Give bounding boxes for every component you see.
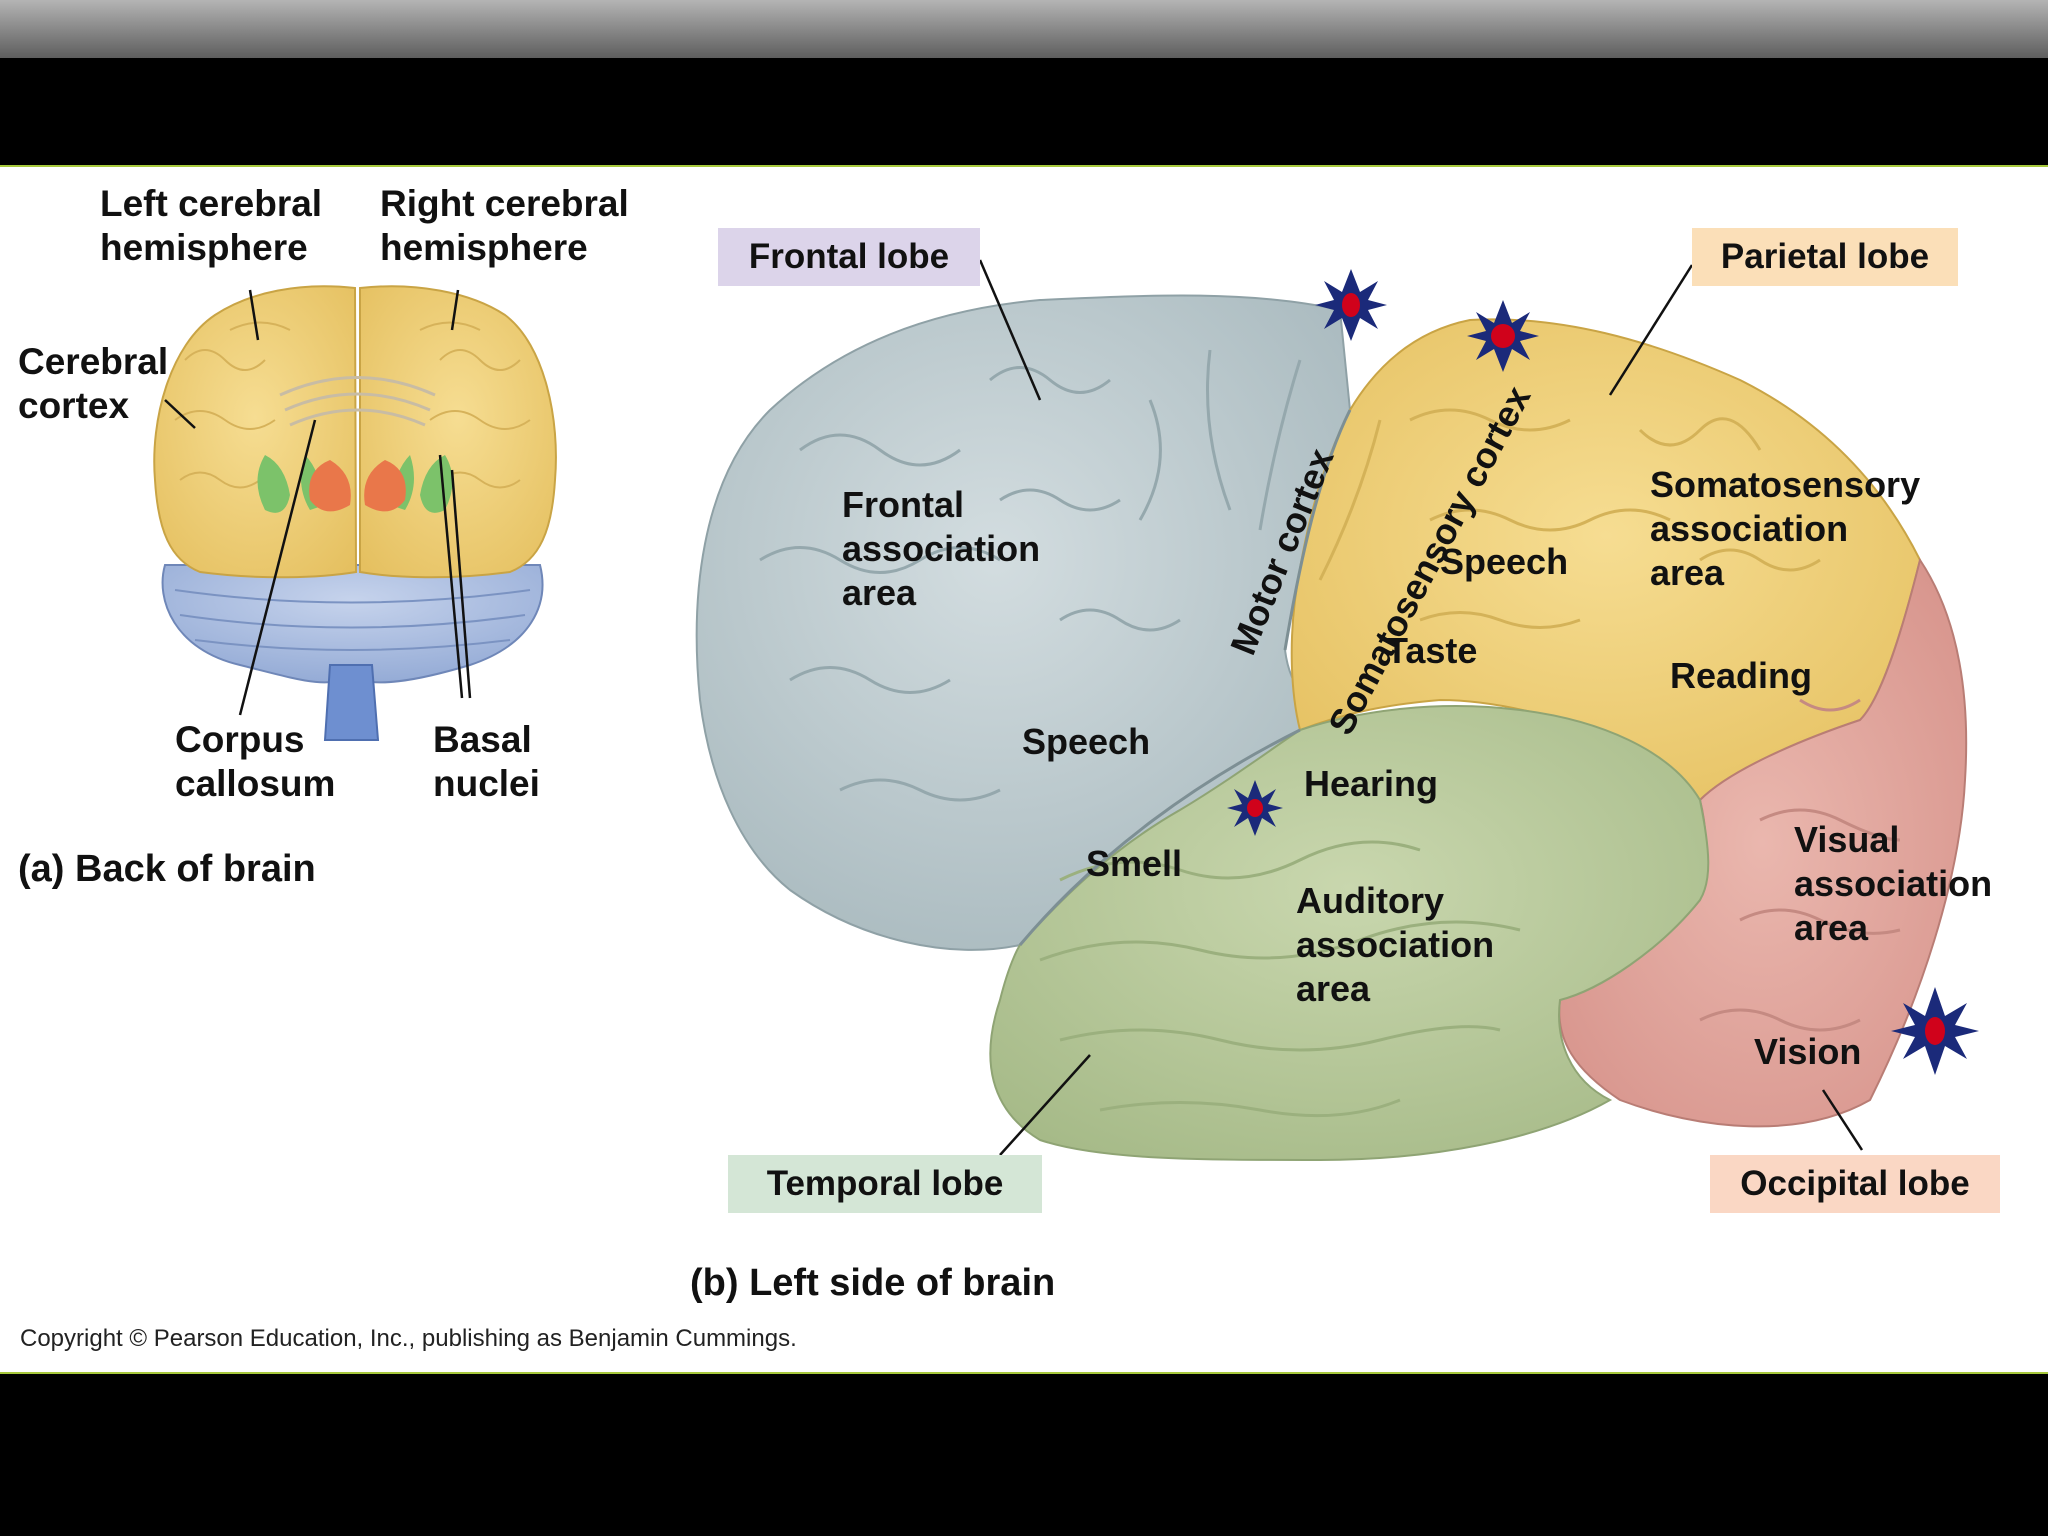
basal-nuclei-right xyxy=(390,455,453,513)
parietal-lobe-box xyxy=(1692,228,1958,286)
gyri-texture-side xyxy=(759,349,1901,1118)
label-visual-association-area: Visual association area xyxy=(1794,819,1993,948)
copyright-notice: Copyright © Pearson Education, Inc., pub… xyxy=(20,1325,797,1352)
thalamus xyxy=(309,460,406,512)
label-temporal-lobe: Temporal lobe xyxy=(766,1164,1004,1203)
label-corpus-callosum: Corpus callosum xyxy=(175,719,336,804)
star-markers xyxy=(1227,269,1979,1075)
top-gradient-band xyxy=(0,0,2048,58)
star-marker-hearing xyxy=(1227,780,1283,836)
label-taste: Taste xyxy=(1386,630,1478,671)
right-hemisphere-back xyxy=(359,285,557,579)
star-marker-vision xyxy=(1891,987,1979,1075)
label-frontal-lobe: Frontal lobe xyxy=(748,237,950,276)
central-sulcus xyxy=(1283,409,1352,651)
panel-a-leader-lines xyxy=(164,289,472,716)
lateral-fissure xyxy=(1018,728,1301,946)
caption-left-side-of-brain: (b) Left side of brain xyxy=(690,1262,1056,1304)
occipital-lobe-box xyxy=(1710,1155,2000,1213)
label-speech-frontal: Speech xyxy=(1022,721,1151,762)
label-occipital-lobe: Occipital lobe xyxy=(1740,1164,1970,1203)
label-cerebral-cortex: Cerebral cortex xyxy=(18,341,169,426)
label-auditory-association-area: Auditory association area xyxy=(1296,880,1495,1009)
panel-b-leader-lines xyxy=(978,259,1864,1156)
label-reading: Reading xyxy=(1670,655,1813,696)
occipital-lobe-region xyxy=(1558,557,1968,1128)
lateral-brain-illustration xyxy=(695,228,2000,1213)
label-smell: Smell xyxy=(1086,843,1183,884)
label-right-cerebral-hemisphere: Right cerebral hemisphere xyxy=(380,183,629,268)
back-of-brain-illustration xyxy=(153,285,557,741)
basal-nuclei-left xyxy=(257,455,325,513)
label-somatosensory-association-area: Somatosensory association area xyxy=(1650,464,1921,593)
label-basal-nuclei: Basal nuclei xyxy=(433,719,540,804)
corpus-callosum-fibers xyxy=(279,376,436,427)
frontal-lobe-box xyxy=(718,228,980,286)
label-vision: Vision xyxy=(1754,1031,1862,1072)
cerebellum-folds xyxy=(174,589,531,651)
label-frontal-association-area: Frontal association area xyxy=(842,484,1041,613)
label-parietal-lobe: Parietal lobe xyxy=(1720,237,1930,276)
lobe-label-boxes xyxy=(718,228,2000,1213)
temporal-lobe-box xyxy=(728,1155,1042,1213)
title-bar xyxy=(0,58,2048,165)
caption-back-of-brain: (a) Back of brain xyxy=(18,848,316,890)
label-left-cerebral-hemisphere: Left cerebral hemisphere xyxy=(100,183,323,268)
star-marker-motor xyxy=(1315,269,1387,341)
star-marker-somatosensory xyxy=(1467,300,1539,372)
label-hearing: Hearing xyxy=(1304,763,1439,804)
gyri-texture-back xyxy=(174,321,531,489)
brainstem xyxy=(323,664,380,741)
label-speech-parietal: Speech xyxy=(1440,541,1569,582)
